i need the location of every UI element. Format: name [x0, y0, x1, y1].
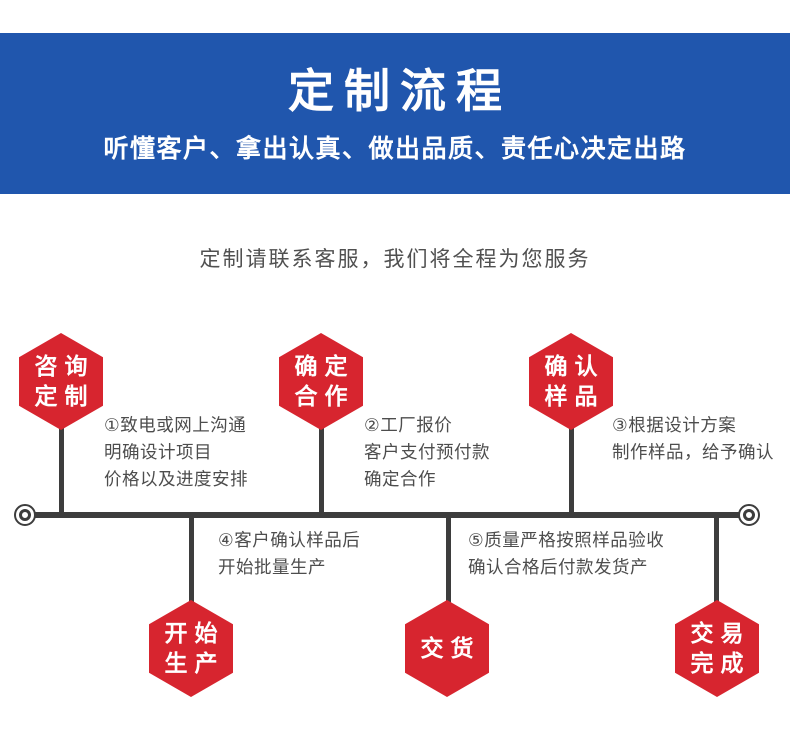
- step-desc-sample: ③根据设计方案 制作样品，给予确认: [612, 412, 774, 466]
- connector-complete: [714, 514, 719, 604]
- step-desc-line: ④客户确认样品后: [218, 530, 361, 550]
- step-desc-line: ⑤质量严格按照样品验收: [468, 530, 665, 550]
- connector-delivery: [446, 514, 451, 604]
- step-desc-line: 确认合格后付款发货产: [468, 557, 648, 577]
- step-label-line: 开始: [164, 619, 225, 646]
- header-banner: 定制流程 听懂客户、拿出认真、做出品质、责任心决定出路: [0, 33, 790, 194]
- step-hex-delivery: 交货: [405, 600, 489, 697]
- connector-sample: [569, 424, 574, 516]
- step-label-line: 样品: [544, 382, 605, 409]
- connector-consult: [59, 424, 64, 516]
- step-desc-line: 制作样品，给予确认: [612, 442, 774, 462]
- step-hex-production: 开始 生产: [149, 600, 233, 697]
- step-desc-line: 明确设计项目: [104, 442, 212, 462]
- step-desc-line: ③根据设计方案: [612, 415, 737, 435]
- timeline-end-icon: [738, 504, 760, 526]
- step-label-line: 咨询: [34, 352, 95, 379]
- step-desc-line: 客户支付预付款: [364, 442, 490, 462]
- step-desc-line: 开始批量生产: [218, 557, 326, 577]
- step-desc-consult: ①致电或网上沟通 明确设计项目 价格以及进度安排: [104, 412, 248, 493]
- step-hex-complete: 交易 完成: [675, 600, 759, 697]
- timeline-start-inner-circle: [19, 509, 31, 521]
- step-label-line: 完成: [690, 649, 751, 676]
- timeline-bar: [30, 512, 742, 518]
- step-label-line: 合作: [294, 382, 355, 409]
- connector-cooperation: [319, 424, 324, 516]
- page-subtitle: 听懂客户、拿出认真、做出品质、责任心决定出路: [103, 134, 687, 163]
- step-label-line: 交易: [690, 619, 751, 646]
- step-hex-cooperation: 确定 合作: [279, 333, 363, 430]
- step-desc-delivery: ⑤质量严格按照样品验收 确认合格后付款发货产: [468, 527, 664, 581]
- step-desc-line: ①致电或网上沟通: [104, 415, 247, 435]
- step-desc-line: 价格以及进度安排: [104, 469, 248, 489]
- step-label-line: 确认: [544, 352, 605, 379]
- step-label-line: 交货: [420, 634, 481, 661]
- timeline-start-icon: [14, 504, 36, 526]
- intro-text: 定制请联系客服，我们将全程为您服务: [199, 248, 591, 271]
- step-label-line: 生产: [164, 649, 225, 676]
- step-desc-cooperation: ②工厂报价 客户支付预付款 确定合作: [364, 412, 490, 493]
- step-label-line: 确定: [294, 352, 355, 379]
- step-hex-consult: 咨询 定制: [19, 333, 103, 430]
- step-desc-line: 确定合作: [364, 469, 436, 489]
- connector-production: [189, 514, 194, 604]
- step-desc-line: ②工厂报价: [364, 415, 453, 435]
- page-title: 定制流程: [288, 65, 512, 117]
- timeline-end-inner-circle: [743, 509, 755, 521]
- step-hex-sample: 确认 样品: [529, 333, 613, 430]
- step-label-line: 定制: [34, 382, 95, 409]
- step-desc-production: ④客户确认样品后 开始批量生产: [218, 527, 360, 581]
